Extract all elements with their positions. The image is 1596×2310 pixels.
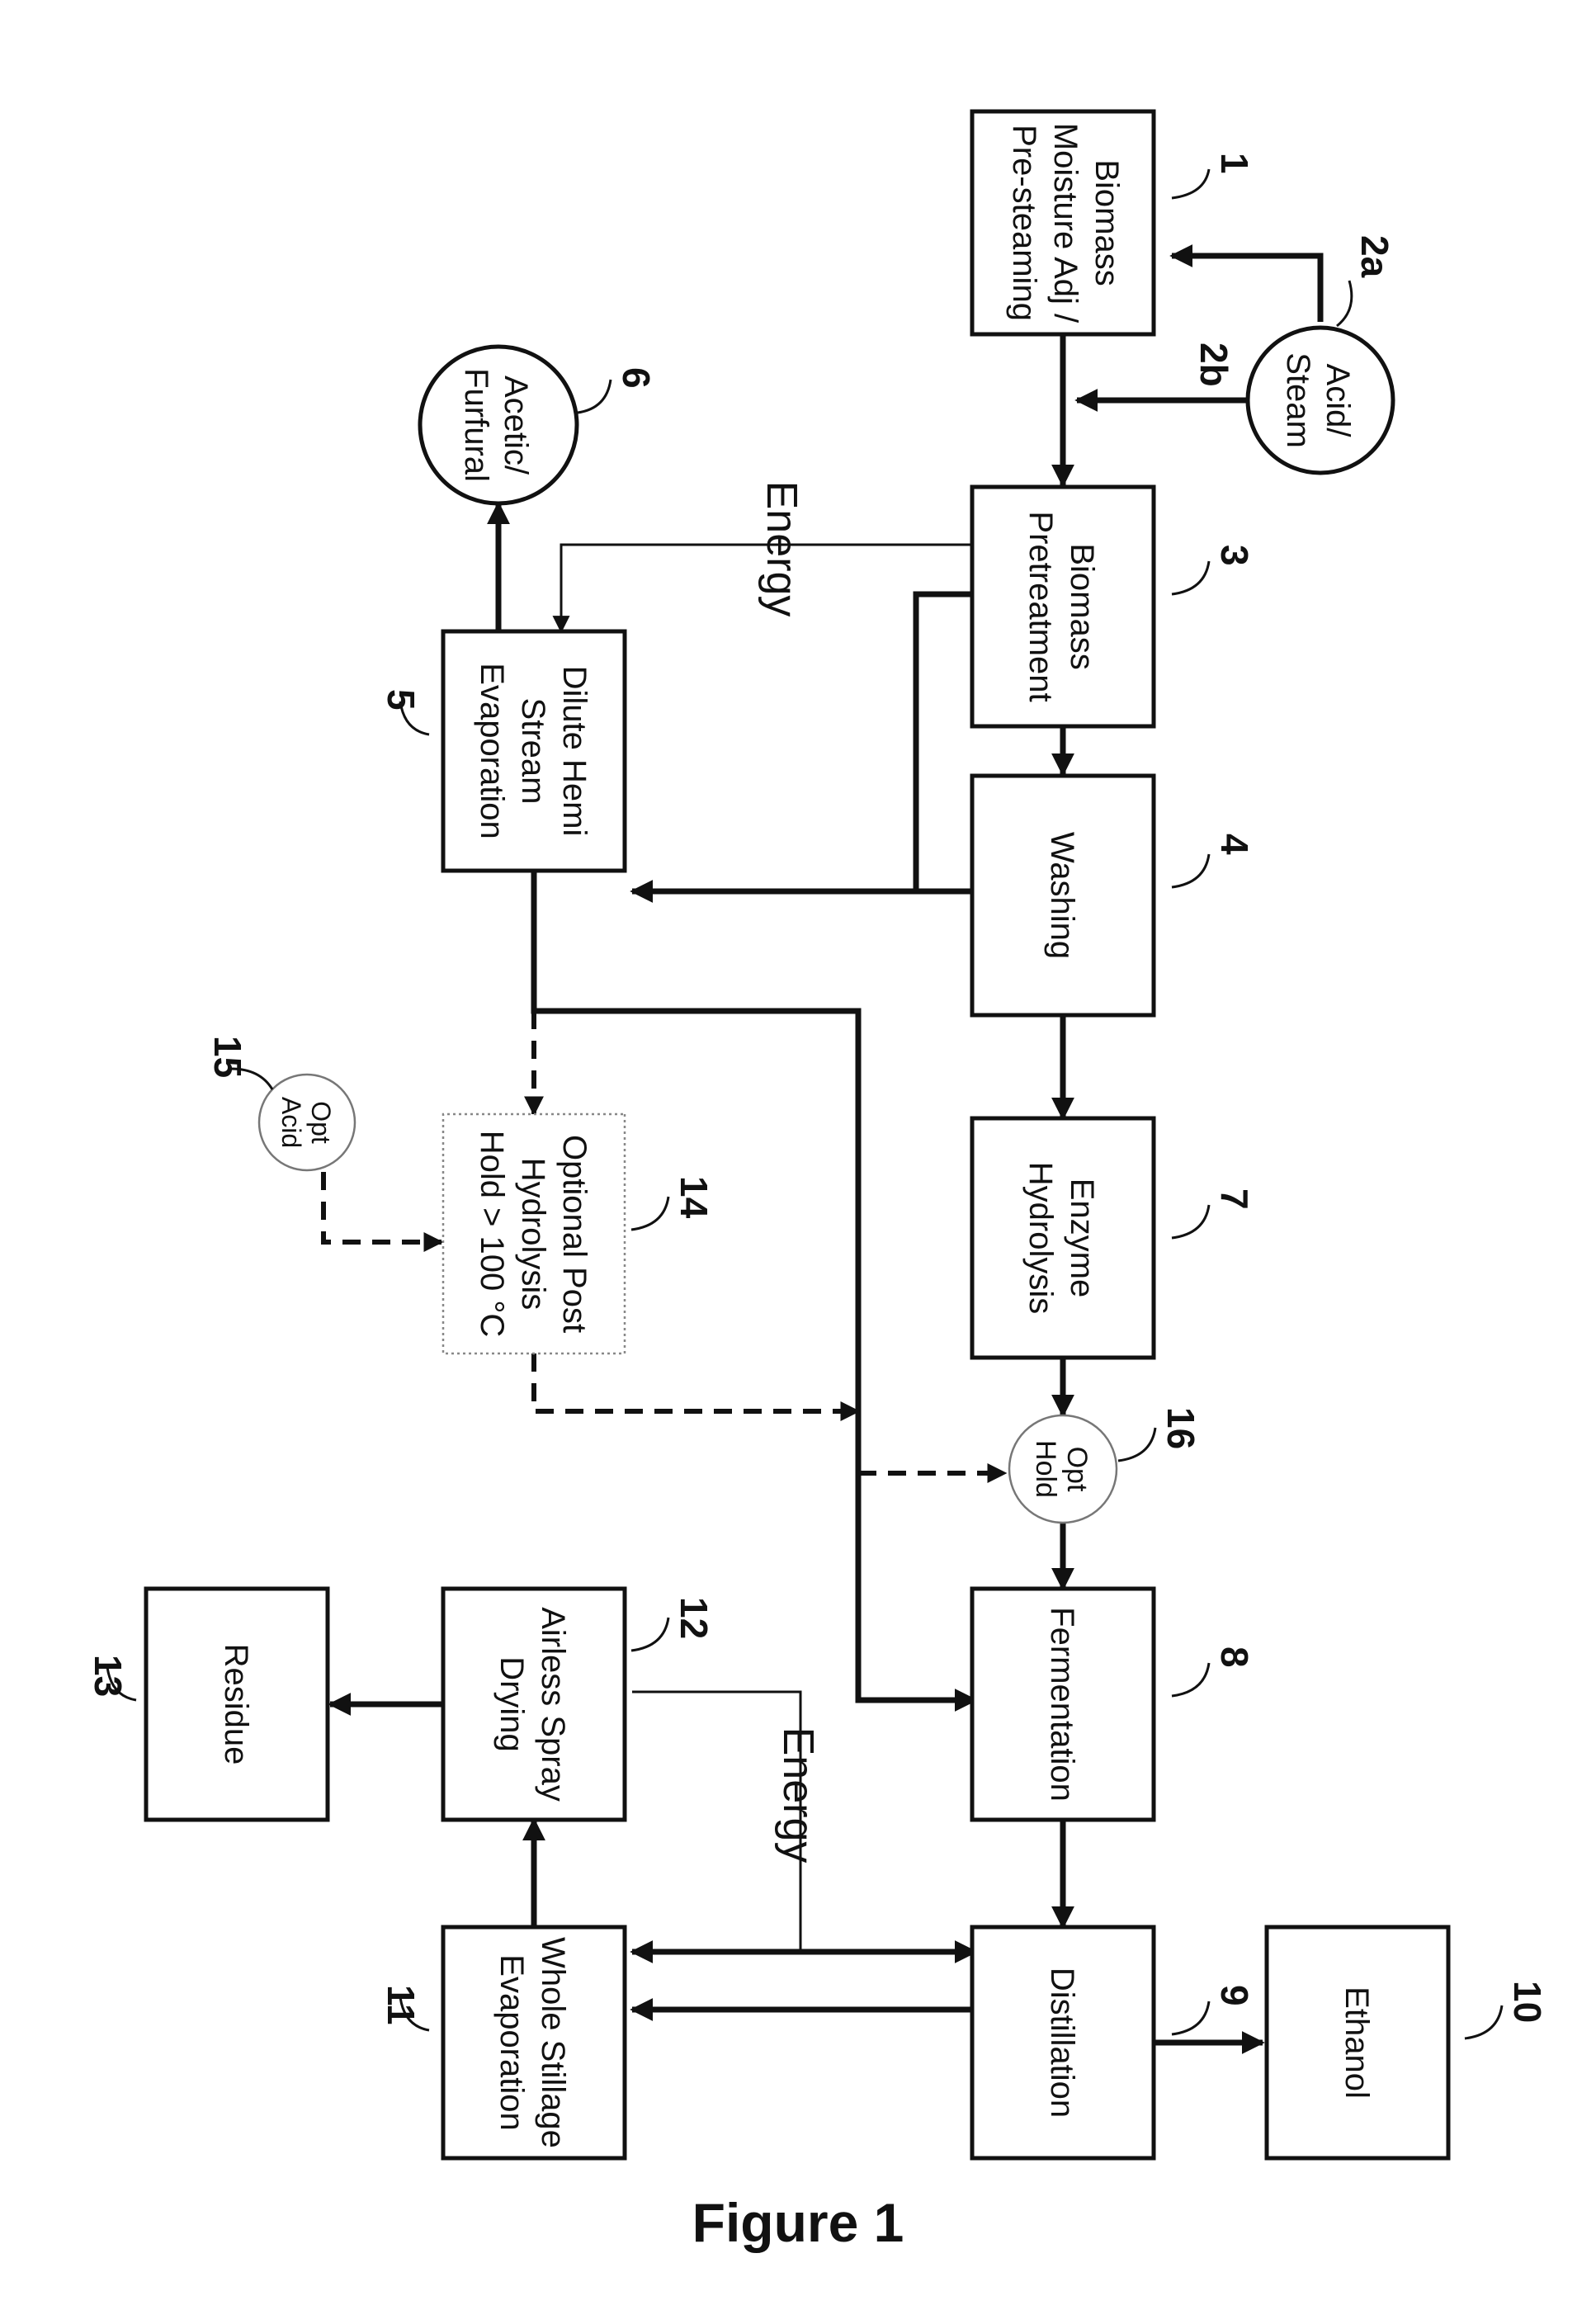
node-8-line-1: Fermentation bbox=[1044, 1607, 1080, 1802]
node-acetic-furfural: Acetic/ Furfural bbox=[420, 347, 577, 503]
dashed-arrow-post-hydrolysis-to-opt-hold bbox=[534, 1353, 858, 1411]
ref-number-13: 13 bbox=[87, 1655, 130, 1697]
leader-1 bbox=[1172, 169, 1209, 198]
leader-8 bbox=[1172, 1663, 1209, 1696]
ref-number-12: 12 bbox=[673, 1597, 715, 1639]
node-opt-acid: Opt Acid bbox=[259, 1075, 355, 1170]
node-5-line-2: Stream bbox=[515, 698, 551, 805]
energy-label-top: Energy bbox=[758, 481, 805, 617]
figure-caption: Figure 1 bbox=[0, 2191, 1596, 2254]
node-airless-spray-drying: Airless Spray Drying bbox=[443, 1589, 625, 1820]
node-4-line-1: Washing bbox=[1044, 832, 1080, 959]
node-biomass-moisture-adj: Biomass Moisture Adj / Pre-steaming bbox=[972, 111, 1154, 334]
ref-number-4: 4 bbox=[1213, 834, 1256, 855]
node-ethanol: Ethanol bbox=[1267, 1927, 1448, 2158]
node-3-line-2: Pretreatment bbox=[1022, 511, 1059, 702]
node-fermentation: Fermentation bbox=[972, 1589, 1154, 1820]
node-enzyme-hydrolysis: Enzyme Hydrolysis bbox=[972, 1118, 1154, 1358]
node-dilute-hemi-evaporation: Dilute Hemi Stream Evaporation bbox=[443, 631, 625, 871]
node-5-line-3: Evaporation bbox=[474, 663, 510, 838]
ref-number-1: 1 bbox=[1213, 153, 1256, 174]
ref-number-10: 10 bbox=[1506, 1981, 1549, 2023]
node-14-line-1: Optional Post bbox=[556, 1135, 593, 1333]
ref-number-9: 9 bbox=[1213, 1985, 1256, 2006]
ref-number-3: 3 bbox=[1213, 545, 1256, 566]
node-residue: Residue bbox=[146, 1589, 328, 1820]
node-7-line-1: Enzyme bbox=[1064, 1179, 1100, 1298]
node-10-line-1: Ethanol bbox=[1339, 1986, 1375, 2099]
node-16-line-2: Hold bbox=[1030, 1440, 1061, 1498]
leader-7 bbox=[1172, 1205, 1209, 1238]
node-6-line-2: Furfural bbox=[458, 368, 494, 482]
node-3-line-1: Biomass bbox=[1064, 543, 1100, 669]
node-15-line-1: Opt bbox=[306, 1101, 336, 1144]
leader-2a bbox=[1337, 281, 1352, 326]
node-1-line-3: Pre-steaming bbox=[1006, 125, 1042, 321]
energy-label-bottom: Energy bbox=[774, 1727, 822, 1864]
node-11-line-1: Whole Stillage bbox=[535, 1937, 571, 2148]
node-16-line-1: Opt bbox=[1061, 1447, 1093, 1492]
leader-16 bbox=[1118, 1428, 1155, 1461]
node-2-line-1: Acid/ bbox=[1320, 364, 1356, 438]
ref-number-2b: 2b bbox=[1192, 342, 1235, 387]
node-acid-steam: Acid/ Steam bbox=[1248, 328, 1393, 473]
node-5-line-1: Dilute Hemi bbox=[556, 666, 593, 837]
node-opt-hold: Opt Hold bbox=[1009, 1415, 1117, 1523]
ref-number-11: 11 bbox=[380, 1985, 423, 2025]
node-14-line-2: Hydrolysis bbox=[515, 1158, 551, 1310]
leader-9 bbox=[1172, 2001, 1209, 2034]
ref-number-8: 8 bbox=[1213, 1646, 1256, 1668]
leader-3 bbox=[1172, 561, 1209, 594]
leader-4 bbox=[1172, 854, 1209, 887]
node-biomass-pretreatment: Biomass Pretreatment bbox=[972, 487, 1154, 726]
arrow-acid-steam-2a-to-biomass-prep bbox=[1172, 256, 1320, 322]
node-2-line-2: Steam bbox=[1280, 352, 1316, 448]
node-12-line-2: Drying bbox=[493, 1656, 530, 1752]
node-optional-post-hydrolysis: Optional Post Hydrolysis Hold > 100 °C bbox=[443, 1114, 625, 1353]
node-13-line-1: Residue bbox=[218, 1644, 254, 1765]
node-9-line-1: Distillation bbox=[1044, 1968, 1080, 2118]
ref-number-15: 15 bbox=[206, 1036, 249, 1078]
ref-number-6: 6 bbox=[615, 367, 658, 389]
arrow-pretreatment-to-hemi-evaporation bbox=[632, 594, 975, 891]
node-washing: Washing bbox=[972, 776, 1154, 1015]
node-7-line-2: Hydrolysis bbox=[1022, 1162, 1059, 1314]
ref-number-7: 7 bbox=[1213, 1188, 1256, 1210]
leader-6 bbox=[578, 380, 611, 413]
node-1-line-2: Moisture Adj / bbox=[1047, 123, 1084, 324]
node-12-line-1: Airless Spray bbox=[535, 1607, 571, 1802]
leader-10 bbox=[1465, 2005, 1502, 2038]
ref-number-2a: 2a bbox=[1353, 235, 1396, 278]
ref-number-5: 5 bbox=[380, 689, 423, 711]
node-15-line-2: Acid bbox=[276, 1097, 306, 1148]
node-whole-stillage-evaporation: Whole Stillage Evaporation bbox=[443, 1927, 625, 2158]
ref-number-16: 16 bbox=[1159, 1407, 1202, 1449]
node-distillation: Distillation bbox=[972, 1927, 1154, 2158]
node-6-line-1: Acetic/ bbox=[498, 376, 534, 475]
leader-14 bbox=[631, 1197, 668, 1230]
node-14-line-3: Hold > 100 °C bbox=[474, 1131, 510, 1338]
dashed-arrow-opt-acid-to-post-hydrolysis bbox=[323, 1172, 441, 1242]
energy-labels: Energy Energy bbox=[758, 481, 822, 1864]
leader-12 bbox=[631, 1618, 668, 1651]
node-11-line-2: Evaporation bbox=[493, 1954, 530, 2130]
node-1-line-1: Biomass bbox=[1088, 159, 1125, 286]
ref-number-14: 14 bbox=[673, 1176, 715, 1219]
circles: Acid/ Steam Acetic/ Furfural Opt Acid Op… bbox=[259, 328, 1393, 1523]
